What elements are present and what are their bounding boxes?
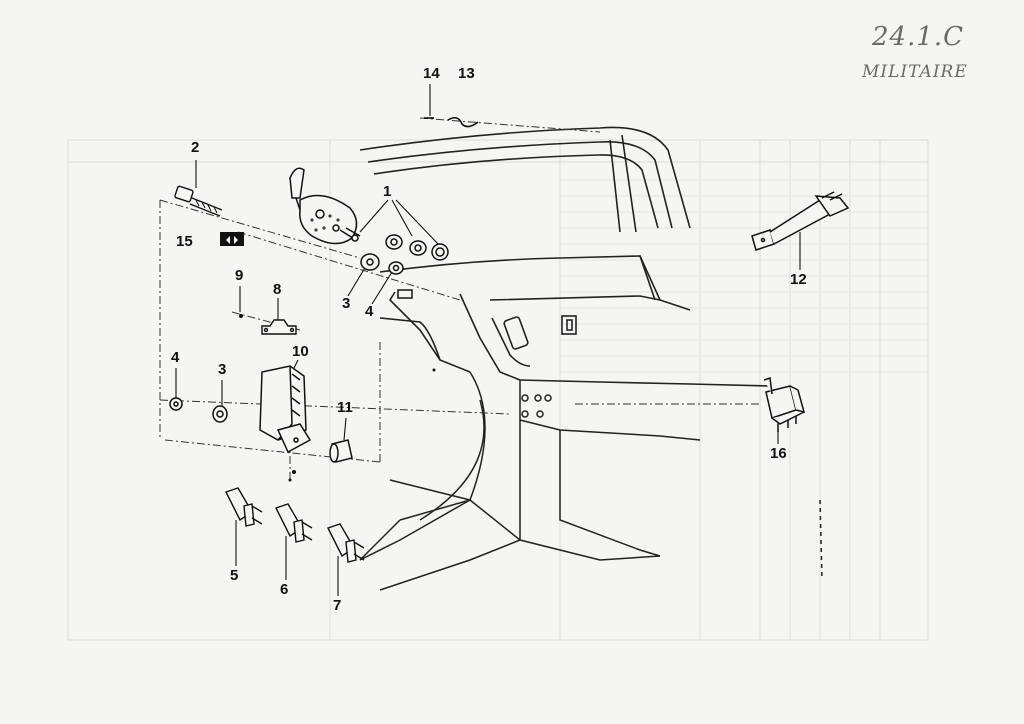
callout-leaders	[175, 84, 801, 596]
washer-3-upper	[360, 253, 380, 271]
callout-12: 12	[790, 271, 807, 288]
washer-nut-set	[385, 234, 449, 261]
fuse-7-part	[327, 523, 365, 563]
callout-10: 10	[292, 343, 309, 360]
small-screws	[288, 368, 436, 482]
strap-bracket-12-part	[751, 191, 850, 251]
callout-16: 16	[770, 445, 787, 462]
nut-4-upper	[388, 261, 404, 275]
callout-8: 8	[273, 281, 282, 298]
bolt-part	[174, 185, 223, 217]
bracket-8-part	[261, 319, 297, 335]
grommet-11-part	[329, 439, 353, 463]
callout-14: 14	[423, 65, 440, 82]
callout-15: 15	[176, 233, 193, 250]
bleed-through-table	[67, 139, 929, 641]
callout-3-lower: 3	[218, 361, 227, 378]
callout-9: 9	[235, 267, 244, 284]
callout-4-upper: 4	[365, 303, 374, 320]
reference-annotation: 24.1.C	[872, 22, 965, 52]
fuse-5-part	[225, 487, 263, 527]
variant-annotation: MILITAIRE	[862, 62, 968, 82]
callout-13: 13	[458, 65, 475, 82]
leader-lines	[159, 117, 760, 480]
relay-16-part	[763, 376, 806, 432]
callout-11: 11	[337, 399, 353, 416]
callout-2: 2	[191, 139, 200, 156]
callout-4-lower: 4	[171, 349, 180, 366]
callout-7: 7	[333, 597, 342, 614]
callout-5: 5	[230, 567, 239, 584]
callout-1: 1	[383, 183, 392, 200]
relay-box-part	[259, 365, 312, 454]
washer-hose-part	[424, 116, 479, 128]
dashboard-body	[379, 255, 771, 387]
callout-3-upper: 3	[342, 295, 351, 312]
callout-6: 6	[280, 581, 289, 598]
screw-9-part	[239, 314, 243, 318]
nut-4-lower	[169, 397, 183, 411]
control-lever-part	[289, 167, 361, 245]
fuse-6-part	[275, 503, 313, 543]
indicator-label-part	[220, 232, 244, 246]
washer-3-lower	[212, 405, 228, 423]
lower-console	[359, 371, 823, 591]
